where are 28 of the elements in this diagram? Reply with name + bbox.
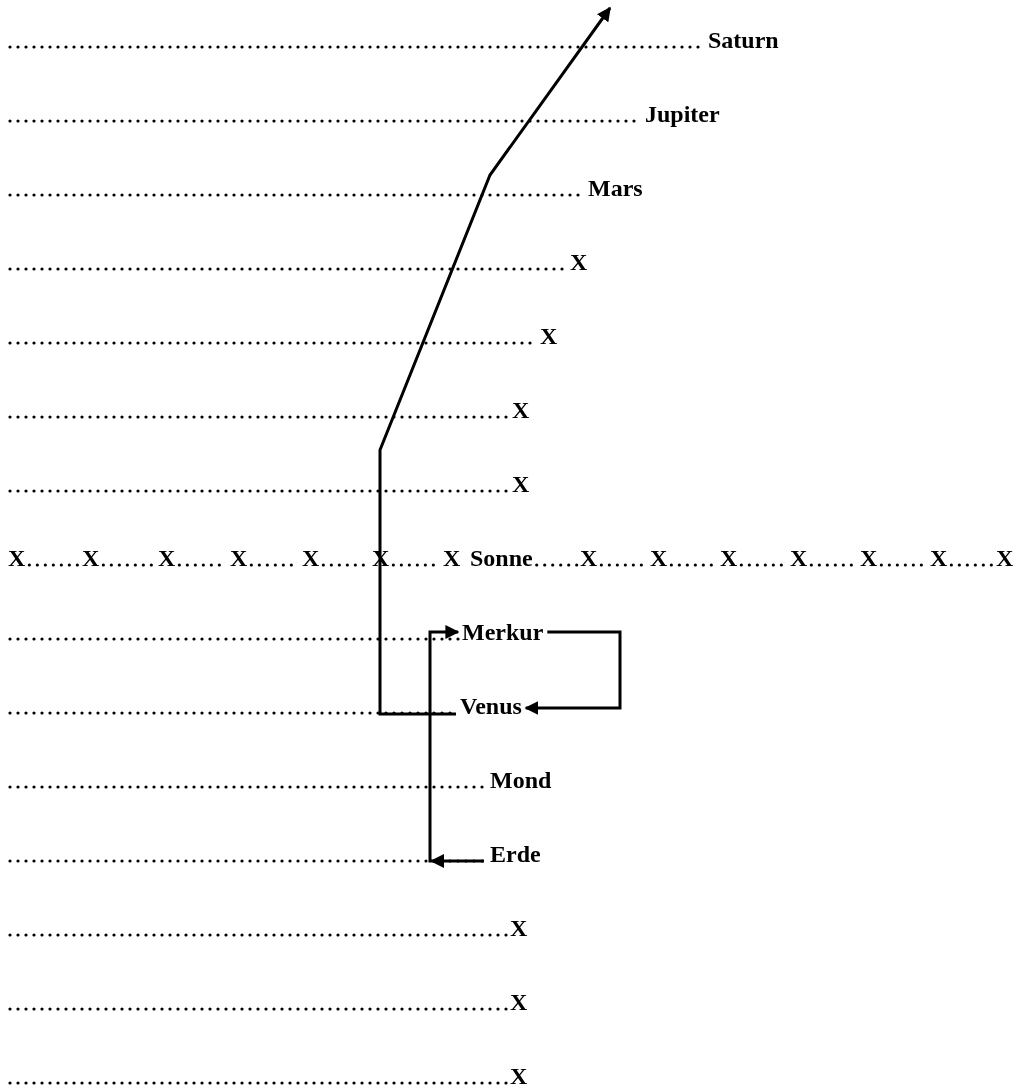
cross-mark: X — [540, 322, 558, 350]
sun-label: Sonne — [470, 544, 533, 572]
cross-mark: X — [650, 544, 668, 572]
cross-mark: X — [510, 1062, 528, 1086]
cross-mark: X — [996, 544, 1014, 572]
cross-mark: X — [580, 544, 598, 572]
cross-mark: X — [8, 544, 26, 572]
cross-mark: X — [82, 544, 100, 572]
planet-name: Jupiter — [645, 100, 720, 128]
cross-mark: X — [158, 544, 176, 572]
planet-name: Venus — [460, 692, 522, 720]
planet-name: Mond — [490, 766, 552, 794]
cross-mark: X — [860, 544, 878, 572]
cross-mark: X — [510, 914, 528, 942]
cross-mark: X — [720, 544, 738, 572]
planet-name: Merkur — [462, 618, 544, 646]
cross-mark: X — [302, 544, 320, 572]
planet-name: Saturn — [708, 26, 779, 54]
cross-mark: X — [790, 544, 808, 572]
planet-name: Mars — [588, 174, 643, 202]
cross-mark: X — [512, 470, 530, 498]
cross-mark: X — [512, 396, 530, 424]
cross-mark: X — [510, 988, 528, 1016]
cross-mark: X — [570, 248, 588, 276]
planet-name: Erde — [490, 840, 541, 868]
cross-mark: X — [930, 544, 948, 572]
cross-mark: X — [230, 544, 248, 572]
cross-mark: X — [443, 544, 461, 572]
